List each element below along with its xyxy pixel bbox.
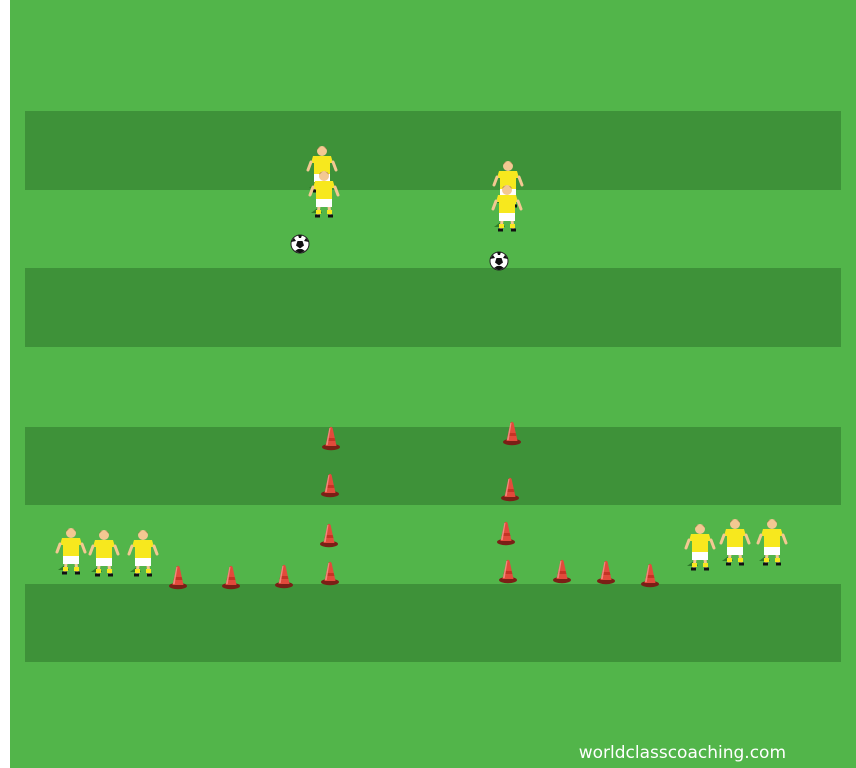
soccer-ball-icon xyxy=(291,235,309,253)
stripe-2 xyxy=(25,268,841,347)
soccer-ball-icon xyxy=(490,252,508,270)
watermark: worldclasscoaching.com xyxy=(579,743,786,763)
stripe-3 xyxy=(25,427,841,505)
stripe-4 xyxy=(25,584,841,662)
stripe-1 xyxy=(25,111,841,190)
